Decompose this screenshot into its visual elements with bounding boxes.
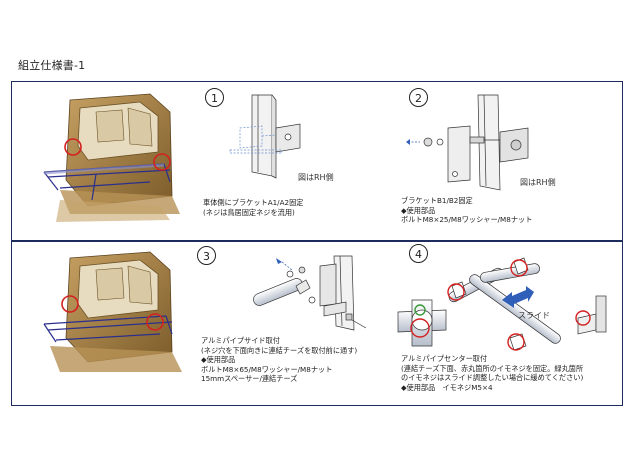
caption-line: 15mmスペーサー/連結チーズ <box>201 374 298 384</box>
caption-line: (ネジ穴を下面向きに連結チーズを取付前に通す) <box>201 345 358 355</box>
step3-pipe-diagram <box>253 255 367 331</box>
step-number-1: 1 <box>205 88 224 107</box>
caption-line: ブラケットB1/B2固定 <box>401 196 473 205</box>
caption-line: のイモネジはスライド調整したい場合に緩めてください) <box>401 373 584 383</box>
caption-line: (ネジは鳥居固定ネジを流用) <box>203 207 295 217</box>
step4-center-pipe-diagram <box>397 257 607 351</box>
caption-line: 車体側にブラケットA1/A2固定 <box>203 198 304 207</box>
row-divider <box>11 240 623 242</box>
instruction-frame <box>11 81 623 406</box>
slide-arrow-icon <box>502 286 534 308</box>
step1-bracket-diagram <box>229 94 301 179</box>
caption-line: ◆使用部品 イモネジM5×4 <box>401 382 493 392</box>
caption-line: ◆使用部品 <box>201 355 236 365</box>
step2-caption: ブラケットB1/B2固定 ◆使用部品 ボルトM8×25/M8ワッシャー/M8ナッ… <box>401 196 532 225</box>
step2-side-label: 図はRH側 <box>520 178 556 187</box>
step4-caption: アルミパイプセンター取付 (連結チーズ下面、赤丸箇所のイモネジを固定。緑丸箇所 … <box>401 354 583 392</box>
step3-caption: アルミパイプサイド取付 (ネジ穴を下面向きに連結チーズを取付前に通す) ◆使用部… <box>201 336 357 384</box>
step-number-2: 2 <box>409 88 428 107</box>
caption-line: アルミパイプセンター取付 <box>401 354 488 363</box>
step2-bracket-diagram <box>406 94 529 191</box>
caption-line: (連結チーズ下面、赤丸箇所のイモネジを固定。緑丸箇所 <box>401 363 584 373</box>
truck-cabin-illustration-top <box>43 93 180 222</box>
caption-line: アルミパイプサイド取付 <box>201 336 280 345</box>
truck-cabin-illustration-bottom <box>43 251 182 372</box>
caption-line: ボルトM8×65/M8ワッシャー/M8ナット <box>201 364 333 374</box>
step-number-4: 4 <box>409 244 428 263</box>
step4-slide-label: スライド <box>518 311 550 320</box>
step1-side-label: 図はRH側 <box>298 173 334 182</box>
document-title: 組立仕様書-1 <box>18 59 86 72</box>
caption-line: ◆使用部品 <box>401 205 436 215</box>
step-number-3: 3 <box>197 246 216 265</box>
caption-line: ボルトM8×25/M8ワッシャー/M8ナット <box>401 215 533 225</box>
step1-caption: 車体側にブラケットA1/A2固定 (ネジは鳥居固定ネジを流用) <box>203 198 303 217</box>
